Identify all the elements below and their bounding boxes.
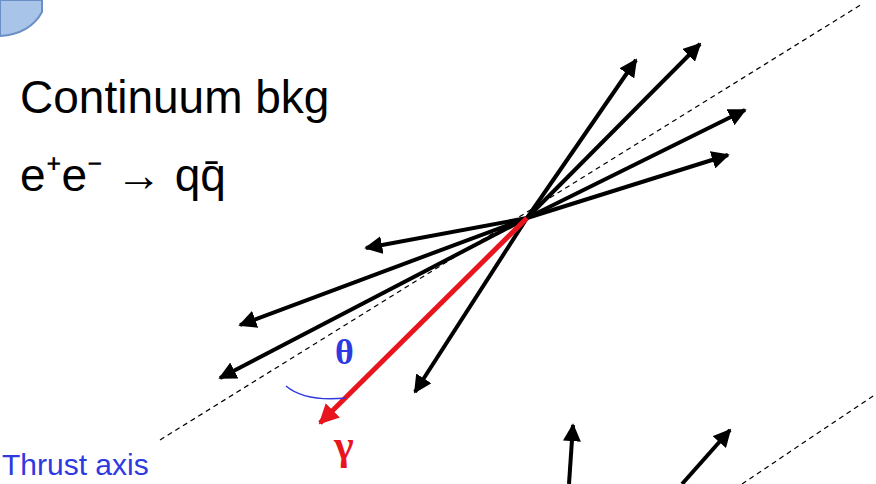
- thrust-axis-line: [742, 394, 876, 484]
- photon-label: γ: [334, 422, 354, 468]
- angle-arc: [286, 386, 346, 399]
- process-formula: e⁺e⁻ → qq̄: [20, 150, 226, 201]
- thrust-axis-line: [160, 4, 862, 440]
- axis-label: Thrust axis: [2, 448, 149, 481]
- slide-heading: Continuum bkg: [20, 72, 329, 123]
- angle-label: θ: [335, 333, 354, 373]
- logo-corner: [0, 0, 42, 36]
- photon-arrow: [320, 218, 527, 423]
